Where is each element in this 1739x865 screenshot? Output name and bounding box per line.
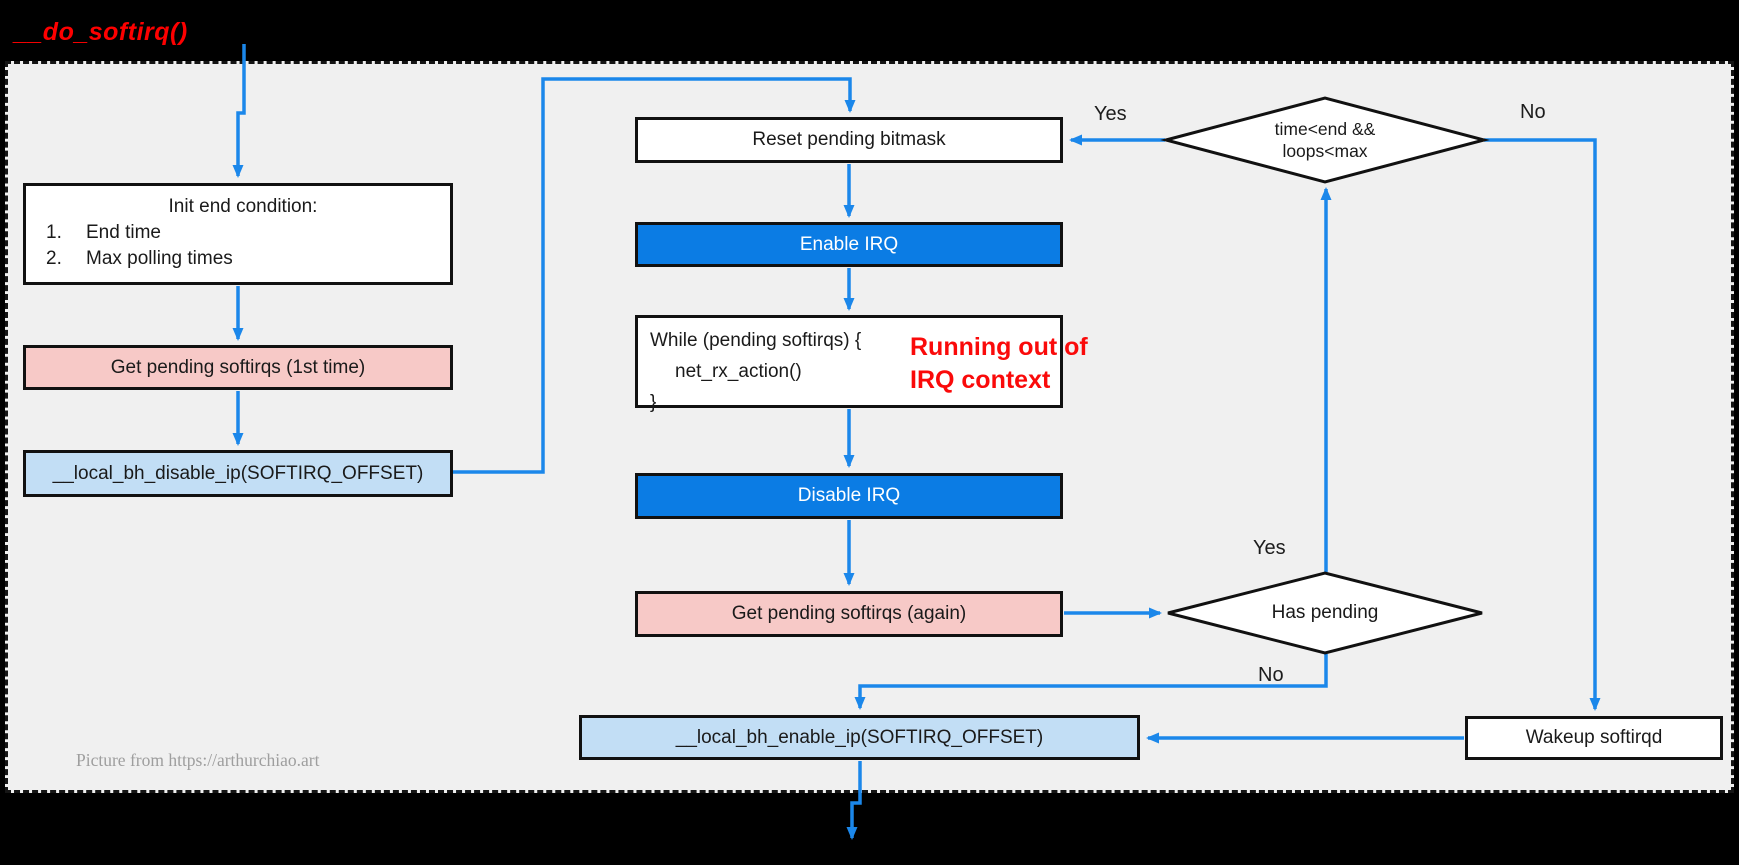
- decision-time-diamond: [1160, 96, 1490, 184]
- node-reset-bitmask: Reset pending bitmask: [635, 117, 1063, 163]
- while-line-2: net_rx_action(): [675, 361, 802, 382]
- init-item-1: 1. End time: [46, 222, 161, 243]
- node-init-end-condition: Init end condition: 1. End time 2. Max p…: [23, 183, 453, 285]
- node-get-pending-again: Get pending softirqs (again): [635, 591, 1063, 637]
- init-item-2: 2. Max polling times: [46, 248, 233, 269]
- edge-haspending-no-to-bhenable: [854, 654, 1328, 710]
- decision-time-text: time<end && loops<max: [1274, 119, 1376, 161]
- edge-exit: [846, 761, 862, 840]
- node-local-bh-enable: __local_bh_enable_ip(SOFTIRQ_OFFSET): [579, 715, 1140, 760]
- label-no-mid: No: [1258, 664, 1284, 686]
- node-get-pending-first: Get pending softirqs (1st time): [23, 345, 453, 390]
- label-yes-mid: Yes: [1253, 537, 1286, 559]
- edge-loop-back-to-reset: [453, 77, 856, 474]
- decision-haspending-text: Has pending: [1271, 602, 1379, 623]
- node-disable-irq: Disable IRQ: [635, 473, 1063, 519]
- init-heading: Init end condition:: [168, 196, 318, 217]
- node-wakeup-softirqd: Wakeup softirqd: [1465, 716, 1723, 760]
- node-enable-irq: Enable IRQ: [635, 222, 1063, 267]
- watermark: Picture from https://arthurchiao.art: [76, 750, 320, 770]
- page-title: __do_softirq(): [14, 18, 188, 46]
- label-no-top: No: [1520, 101, 1546, 123]
- annotation-running-out-of-irq: Running out of IRQ context: [910, 333, 1088, 394]
- label-yes-top: Yes: [1094, 103, 1127, 125]
- node-while-loop: While (pending softirqs) { net_rx_action…: [635, 315, 1063, 413]
- edge-entry: [232, 44, 246, 178]
- while-line-3: }: [650, 392, 657, 413]
- edge-timecheck-no-to-wakeup: [1484, 138, 1601, 711]
- node-local-bh-disable: __local_bh_disable_ip(SOFTIRQ_OFFSET): [23, 450, 453, 497]
- decision-haspending-diamond: [1167, 571, 1483, 655]
- while-line-1: While (pending softirqs) {: [650, 330, 862, 351]
